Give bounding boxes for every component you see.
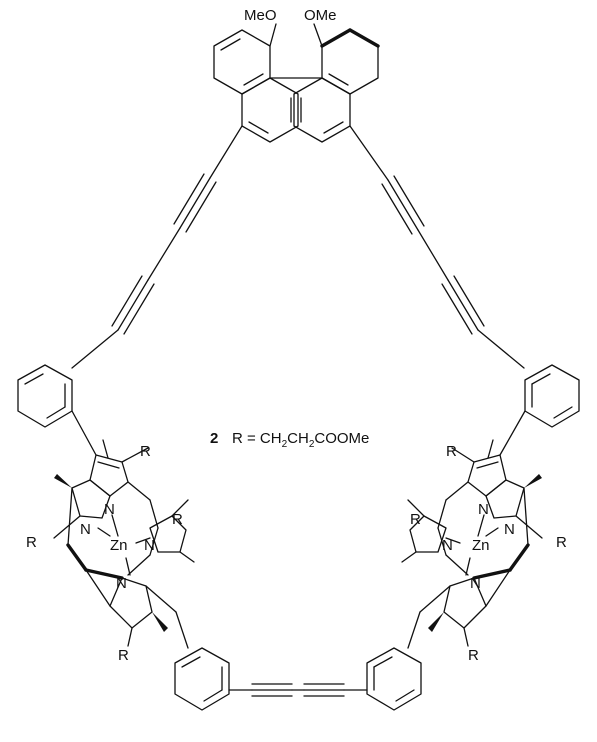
nitrogen-label: N: [478, 501, 489, 518]
phenyl-upper-left: [17, 364, 97, 456]
r-group-label: R: [556, 534, 567, 551]
nitrogen-label: N: [470, 575, 481, 592]
binaphthyl-core: MeO OMe: [213, 7, 380, 143]
diyne-linker-right: [349, 125, 525, 369]
r-group-label: R: [172, 511, 183, 528]
zinc-label: Zn: [472, 537, 490, 554]
r-group-label: R: [468, 647, 479, 664]
r-group-label: R: [26, 534, 37, 551]
nitrogen-label: N: [504, 521, 515, 538]
caption-sub-1: 2: [282, 439, 288, 450]
nitrogen-label: N: [442, 537, 453, 554]
caption-prefix: R = CH: [232, 430, 282, 447]
methoxy-right-label: OMe: [304, 7, 337, 24]
nitrogen-label: N: [144, 537, 155, 554]
methoxy-left-label: MeO: [244, 7, 277, 24]
compound-number: 2: [210, 430, 218, 447]
zinc-porphyrin-left: N N N N Zn R R R R: [26, 439, 195, 664]
r-group-label: R: [118, 647, 129, 664]
r-group-label: R: [410, 511, 421, 528]
diyne-linker-left: [71, 125, 243, 369]
nitrogen-label: N: [116, 575, 127, 592]
nitrogen-label: N: [104, 501, 115, 518]
r-group-label: R: [140, 443, 151, 460]
nitrogen-label: N: [80, 521, 91, 538]
zinc-porphyrin-right: N N N N Zn R R R R: [401, 439, 567, 664]
bottom-bridge: [174, 647, 422, 711]
caption-suffix: COOMe: [314, 430, 369, 447]
caption-mid: CH: [287, 430, 309, 447]
r-definition: R = CH2CH2COOMe: [232, 430, 369, 450]
caption-sub-2: 2: [309, 439, 315, 450]
phenyl-upper-right: [499, 364, 580, 456]
zinc-label: Zn: [110, 537, 128, 554]
compound-caption: 2 R = CH2CH2COOMe: [210, 430, 369, 450]
r-group-label: R: [446, 443, 457, 460]
